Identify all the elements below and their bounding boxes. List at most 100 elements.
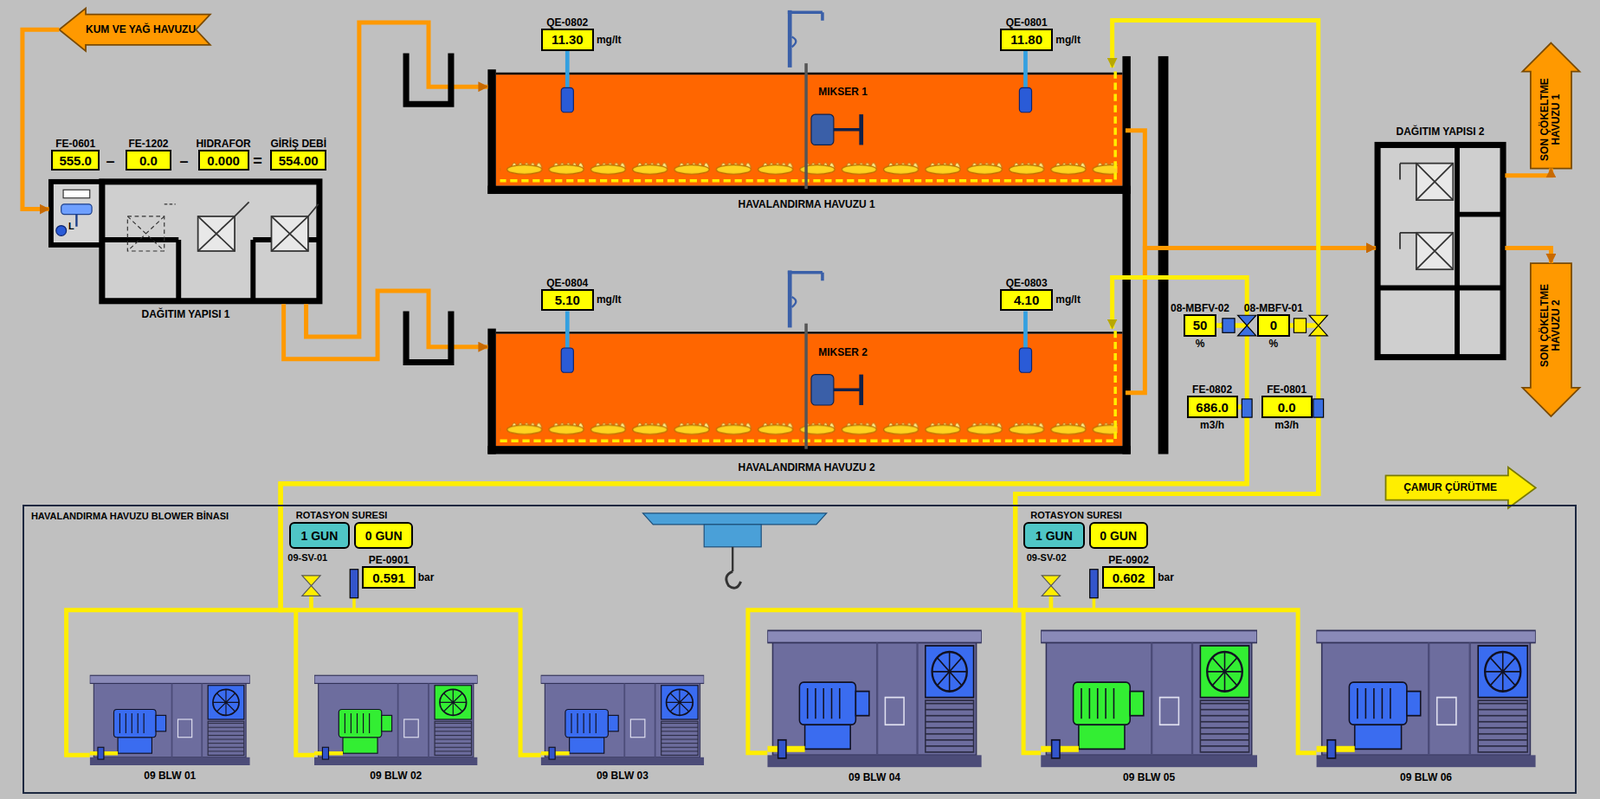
value-display: 08-MBFV-0250% [1183,314,1217,337]
clarifier-arrow [1522,43,1580,169]
building-title: HAVALANDIRMA HAVUZU BLOWER BİNASI [31,510,229,522]
unit-label: mg/lt [1055,293,1081,306]
process-value: 5.10 [554,292,581,308]
distribution-structure-1 [63,189,91,198]
instrument-tag: QE-0801 [1006,16,1048,29]
pressure-gauge [349,569,1098,611]
do-probe [561,87,574,112]
unit-name: 09 BLW 01 [143,769,196,782]
blower-unit [541,675,705,766]
rotation-value: 0 GUN [365,529,403,543]
rotation-caption: ROTASYON SURESI [1030,509,1123,521]
mixer-2 [804,323,808,450]
instrument-tag: FE-0802 [1192,383,1233,396]
pressure-gauge [349,569,358,599]
value-display: HIDRAFOR0.000 [198,149,250,171]
instrument-tag: PE-0901 [368,554,410,567]
mixer-2 [787,270,793,328]
do-probe [567,51,1026,350]
distribution-structure-2 [1400,232,1453,270]
destination-arrow: KUM VE YAĞ HAVUZU [58,14,210,46]
distribution-structure-1 [56,225,67,237]
aeration-tank-1 [496,74,1123,186]
process-value: 686.0 [1195,400,1229,415]
do-probe [1019,348,1032,373]
unit-name: HAVALANDIRMA HAVUZU 1 [738,198,876,211]
distribution-structure-1 [102,181,320,302]
value-display: QE-080211.30mg/lt [541,28,594,52]
distribution-structure-1 [127,216,164,252]
grit-tank-arrow [58,8,210,52]
blower-unit: 09 BLW 05 [1040,627,1258,768]
blower-unit: 09 BLW 02 [314,673,478,766]
value-display: QE-08045.10mg/lt [541,289,594,312]
water-pipe [1504,167,1551,175]
operator: – [106,152,116,171]
outlet-channel [1158,56,1169,455]
unit-label: mg/lt [596,33,622,46]
mixer-2 [811,374,834,406]
value-display: PE-09020.602bar [1102,566,1155,589]
aeration-tank-2 [496,333,1123,446]
destination-name: SON ÇÖKELTME HAVUZU 1 [1539,74,1562,165]
pressure-gauge [1090,569,1098,599]
crane-hoist [703,524,762,548]
distribution-structure-1 [127,216,164,252]
air-pipe [1015,406,1319,754]
rotation-box: 1 GUN [1023,522,1085,549]
mixer-2 [787,272,823,281]
process-value: 0.000 [206,153,240,168]
mixer-1 [787,12,823,20]
instrument-tag: FE-1202 [128,137,168,150]
butterfly-valve [1309,315,1328,336]
butterfly-valve [1293,318,1306,334]
blow-off-valve [309,595,314,611]
air-pipe [748,406,1319,754]
flow-element [1313,399,1324,418]
instrument-tag: PE-0902 [1108,554,1149,567]
unit-label: % [1195,337,1206,350]
operator: = [252,152,263,171]
distribution-structure-2 [1377,144,1504,357]
distribution-structure: DAĞITIM YAPISI 2 [1375,142,1506,360]
unit-name: HAVALANDIRMA HAVUZU 2 [738,461,876,474]
aeration-tank-1 [487,186,1131,194]
water-pipe [1504,247,1551,264]
blower-unit: 09 BLW 06 [1316,627,1536,768]
inlet-box [406,311,452,363]
water-pipe [283,290,489,360]
blower-unit: 09 BLW 01 [90,673,251,766]
unit-label: mg/lt [596,293,622,306]
blower-unit [90,630,1536,768]
mixer-1 [833,128,863,132]
aeration-tank-2 [487,329,1131,455]
sensor-letter: L [68,220,75,232]
aeration-tank-1 [487,69,1131,194]
air-pipe [1112,20,1319,326]
mixer-1 [787,10,864,189]
butterfly-valve [1222,315,1328,336]
rotation-value: 1 GUN [1035,529,1073,543]
operator: – [179,152,188,171]
value-display: FE-08010.0m3/h [1261,395,1313,419]
value-display: FE-12020.0 [125,149,172,171]
crane-hoist [643,513,827,588]
unit-name: 09 BLW 03 [596,769,649,782]
aeration-tank-1 [500,153,1118,176]
blow-off-valve [302,575,1061,611]
unit-label: m3/h [1200,419,1225,432]
mixer-2 [787,270,864,449]
mixer-2 [792,296,797,308]
rotation-value: 1 GUN [300,529,338,543]
instrument-tag: QE-0804 [546,277,588,290]
unit-name: DAĞITIM YAPISI 2 [1396,125,1485,138]
unit-name: 09 BLW 05 [1122,771,1175,784]
process-value: 0.0 [139,153,158,168]
sludge-arrow [1386,467,1536,509]
do-probe [1019,87,1032,112]
distribution-structure-2 [1377,144,1504,357]
blower-building: 1 GUN0 GUNPE-09010.591bar1 GUN0 GUNPE-09… [22,504,1577,794]
